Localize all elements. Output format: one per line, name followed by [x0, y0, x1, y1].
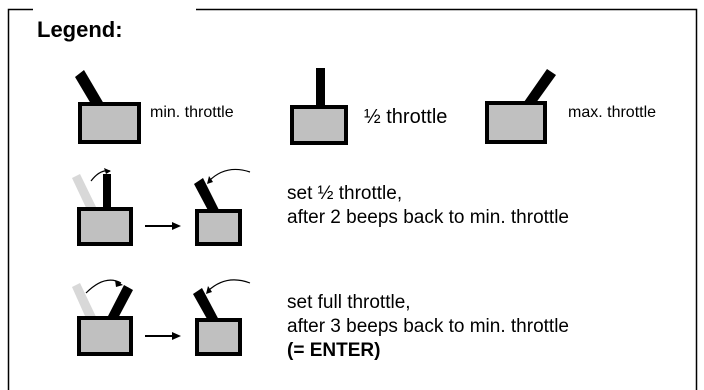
step1-arrow-icon — [145, 222, 181, 230]
step2-line3: (= ENTER) — [287, 340, 381, 361]
ghost-stick — [72, 283, 98, 325]
step1-description: set ½ throttle, after 2 beeps back to mi… — [287, 182, 569, 230]
min-throttle-box — [78, 102, 141, 144]
min-throttle-label: min. throttle — [150, 104, 234, 121]
throttle-box — [77, 207, 133, 246]
throttle-box — [195, 209, 242, 246]
max-throttle-label: max. throttle — [568, 104, 657, 121]
motion-arc — [207, 279, 251, 292]
step1-line1: set ½ throttle, — [287, 183, 403, 204]
step2-arrow-icon — [145, 332, 181, 340]
half-throttle-label: ½ throttle — [364, 106, 448, 128]
half-throttle-stick — [316, 68, 325, 108]
max-throttle-box — [485, 101, 547, 144]
step2-line1: set full throttle, — [287, 292, 411, 313]
min-throttle-icon — [75, 70, 141, 144]
half-throttle-box — [290, 105, 348, 145]
half-throttle-stick — [103, 174, 111, 212]
legend-frame — [7, 8, 698, 390]
throttle-box — [195, 318, 242, 356]
arrowhead-icon — [206, 286, 212, 294]
step1-line2: after 2 beeps back to min. throttle — [287, 207, 569, 228]
max-throttle-icon — [485, 69, 556, 144]
step2-line2: after 3 beeps back to min. throttle — [287, 316, 569, 337]
ghost-stick — [72, 174, 98, 214]
motion-arc — [85, 279, 122, 294]
arrowhead-icon — [104, 168, 111, 174]
motion-arc — [208, 168, 251, 182]
step2-description: set full throttle, after 3 beeps back to… — [287, 291, 569, 363]
throttle-box — [77, 316, 133, 356]
min-throttle-stick — [193, 288, 220, 326]
step1-half-throttle-icon — [72, 168, 133, 246]
min-throttle-stick — [75, 70, 104, 109]
half-throttle-icon — [290, 68, 348, 145]
min-throttle-stick — [194, 178, 220, 216]
max-throttle-stick — [107, 285, 133, 322]
step2-min-throttle-icon — [193, 279, 251, 356]
arrowhead-icon — [207, 176, 213, 184]
step2-full-throttle-icon — [72, 279, 133, 356]
legend-title: Legend: — [37, 17, 123, 42]
arrowhead-icon — [115, 280, 123, 287]
max-throttle-stick — [524, 69, 556, 107]
step1-min-throttle-icon — [194, 168, 251, 246]
